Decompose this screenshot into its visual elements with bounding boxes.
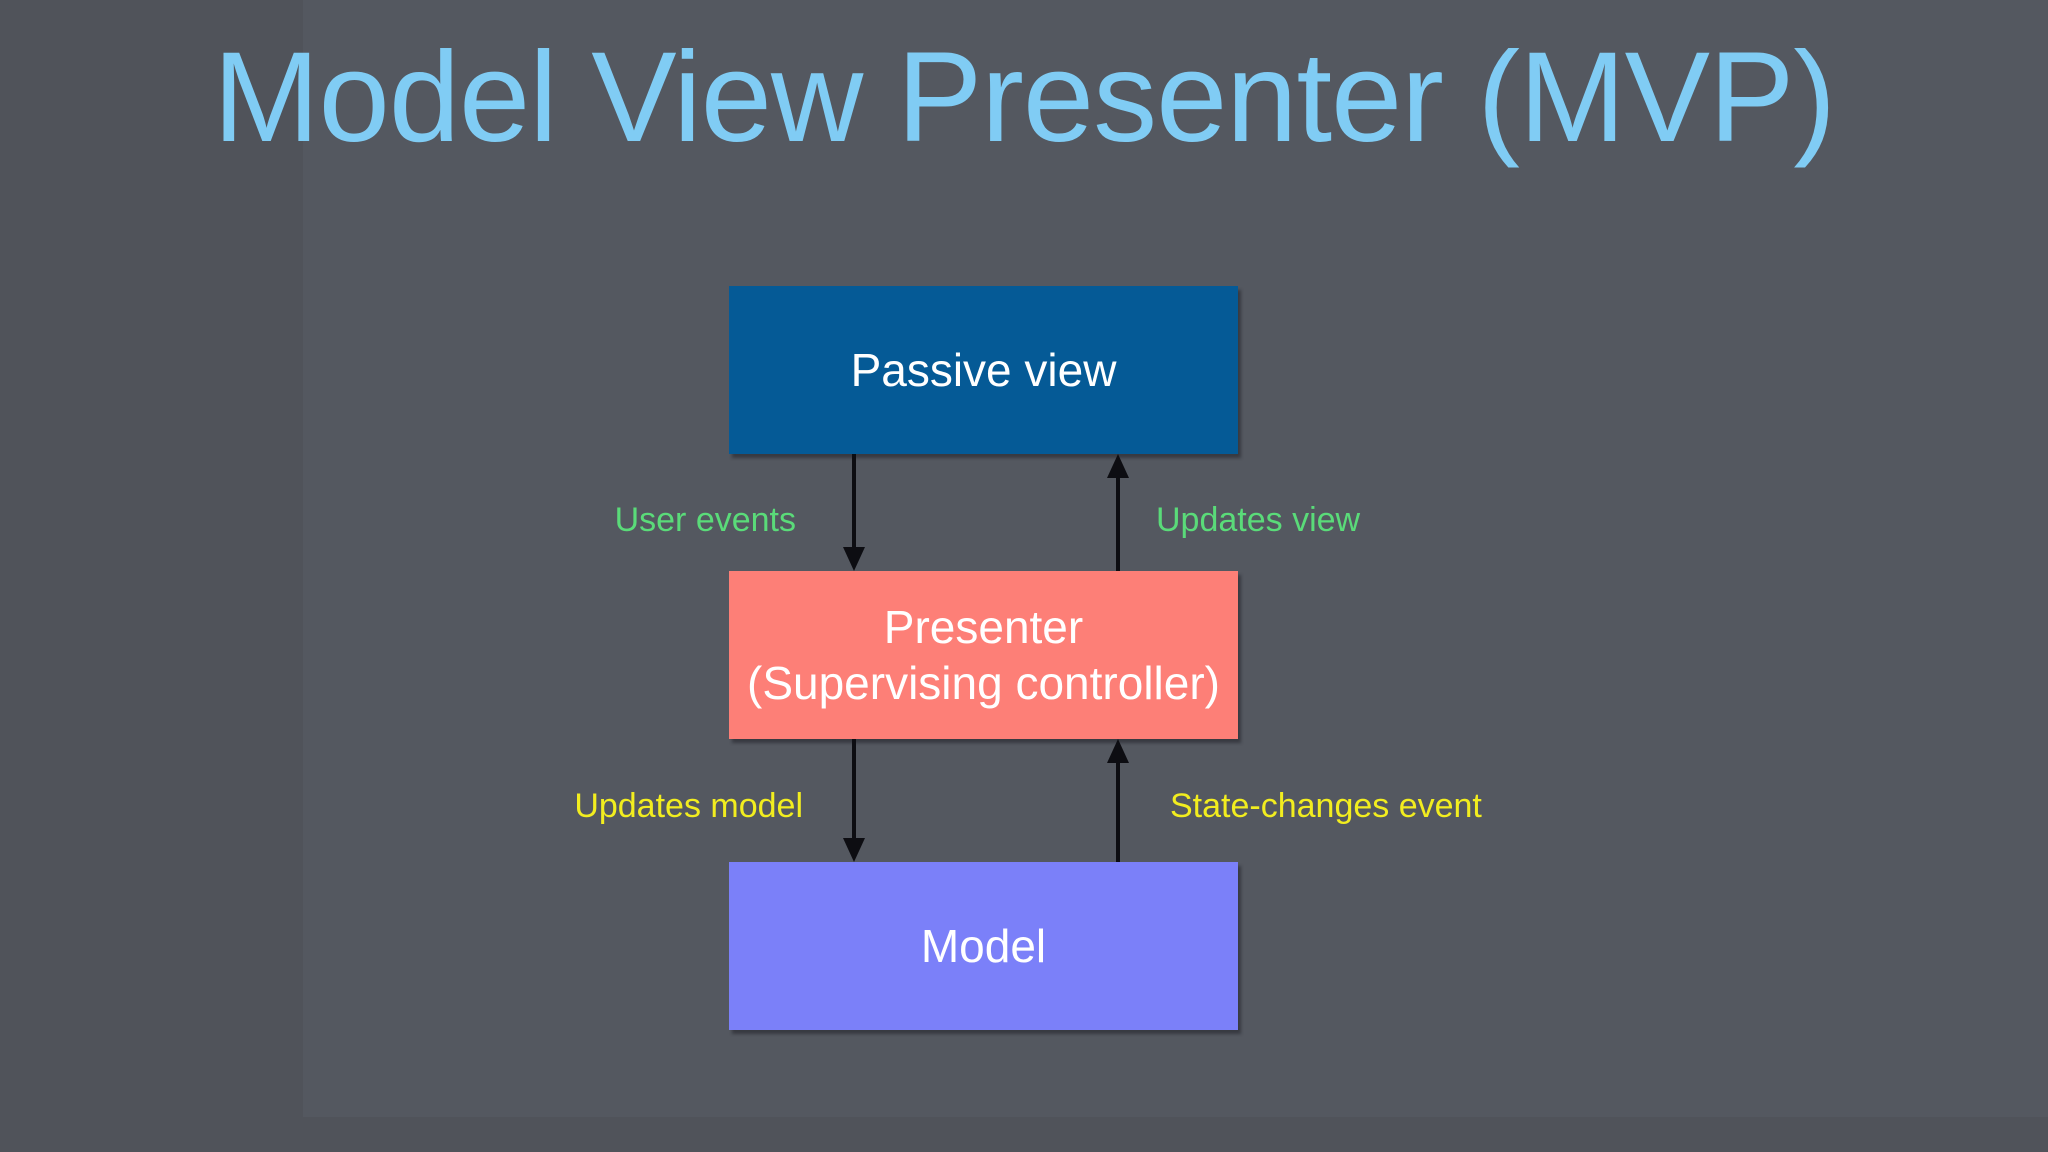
model-label: Model [920,920,1047,972]
arrow-line-user-events [852,454,856,549]
arrowhead-up-icon [1107,739,1129,763]
arrow-line-state-changes [1116,762,1120,862]
arrow-line-updates-view [1116,477,1120,571]
state-changes-event-label: State-changes event [1170,787,1482,825]
presenter-label-line2: (Supervising controller) [747,657,1220,709]
user-events-label: User events [614,501,796,539]
arrowhead-up-icon [1107,454,1129,478]
updates-model-label: Updates model [574,787,803,825]
presenter-label-line1: Presenter [883,601,1084,653]
page-title: Model View Presenter (MVP) [213,26,1836,169]
arrowhead-down-icon [843,838,865,862]
passive-view-box: Passive view [729,286,1238,454]
arrow-line-updates-model [852,739,856,840]
model-box: Model [729,862,1238,1030]
presenter-box: Presenter (Supervising controller) [729,571,1238,739]
updates-view-label: Updates view [1156,501,1361,539]
passive-view-label: Passive view [850,344,1117,396]
arrowhead-down-icon [843,547,865,571]
